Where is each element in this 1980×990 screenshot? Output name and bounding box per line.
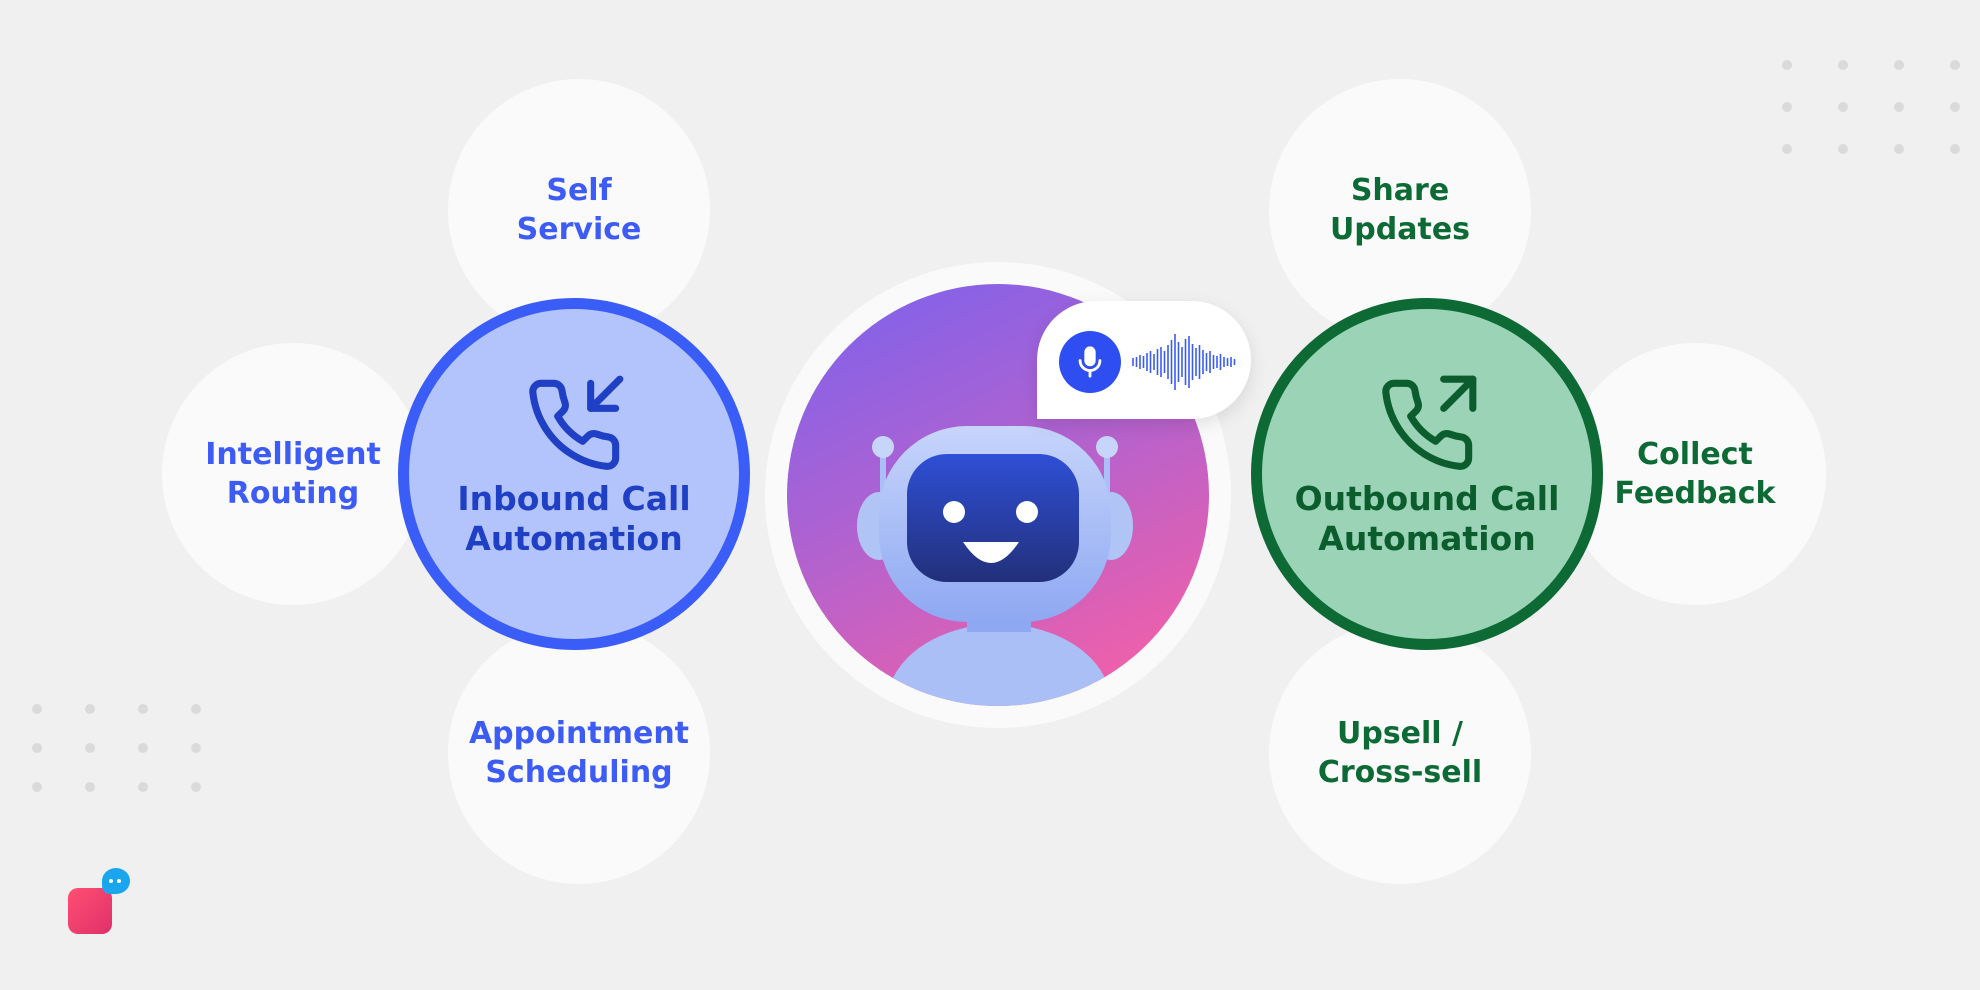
phone-incoming-icon (524, 375, 624, 475)
sound-wave-icon (1129, 331, 1241, 393)
decor-dot (1782, 144, 1792, 154)
decor-dot (32, 782, 42, 792)
feature-collect-feedback: Collect Feedback (1564, 343, 1826, 605)
decor-dot (32, 743, 42, 753)
decor-dot (191, 743, 201, 753)
outbound-call-automation: Outbound Call Automation (1251, 298, 1603, 650)
feature-label: Upsell / Cross-sell (1318, 714, 1482, 792)
decor-dot (138, 704, 148, 714)
feature-label: Intelligent Routing (205, 435, 381, 513)
decor-dot (1950, 144, 1960, 154)
feature-label: Appointment Scheduling (469, 714, 689, 792)
decor-dot (85, 704, 95, 714)
feature-label: Collect Feedback (1615, 435, 1776, 513)
decor-dot (1894, 60, 1904, 70)
decor-dot (1838, 102, 1848, 112)
decor-dot (85, 782, 95, 792)
decor-dot (32, 704, 42, 714)
inbound-title: Inbound Call Automation (457, 479, 690, 559)
decor-dot (191, 704, 201, 714)
feature-upsell-cross-sell: Upsell / Cross-sell (1269, 622, 1531, 884)
feature-appointment-scheduling: Appointment Scheduling (448, 622, 710, 884)
feature-label: Share Updates (1330, 171, 1470, 249)
decor-dot (138, 782, 148, 792)
voice-bubble (1037, 301, 1251, 419)
decor-dot (1894, 102, 1904, 112)
outbound-title: Outbound Call Automation (1295, 479, 1560, 559)
chat-logo-icon (66, 866, 134, 934)
decor-dot (1838, 60, 1848, 70)
decor-dot (1782, 102, 1792, 112)
decor-dot (1894, 144, 1904, 154)
feature-label: Self Service (517, 171, 642, 249)
feature-intelligent-routing: Intelligent Routing (162, 343, 424, 605)
decor-dot (1838, 144, 1848, 154)
decor-dot (138, 743, 148, 753)
phone-outgoing-icon (1377, 375, 1477, 475)
decor-dot (1782, 60, 1792, 70)
inbound-call-automation: Inbound Call Automation (398, 298, 750, 650)
decor-dot (1950, 60, 1960, 70)
decor-dot (85, 743, 95, 753)
decor-dot (191, 782, 201, 792)
microphone-icon[interactable] (1059, 331, 1121, 393)
decor-dot (1950, 102, 1960, 112)
